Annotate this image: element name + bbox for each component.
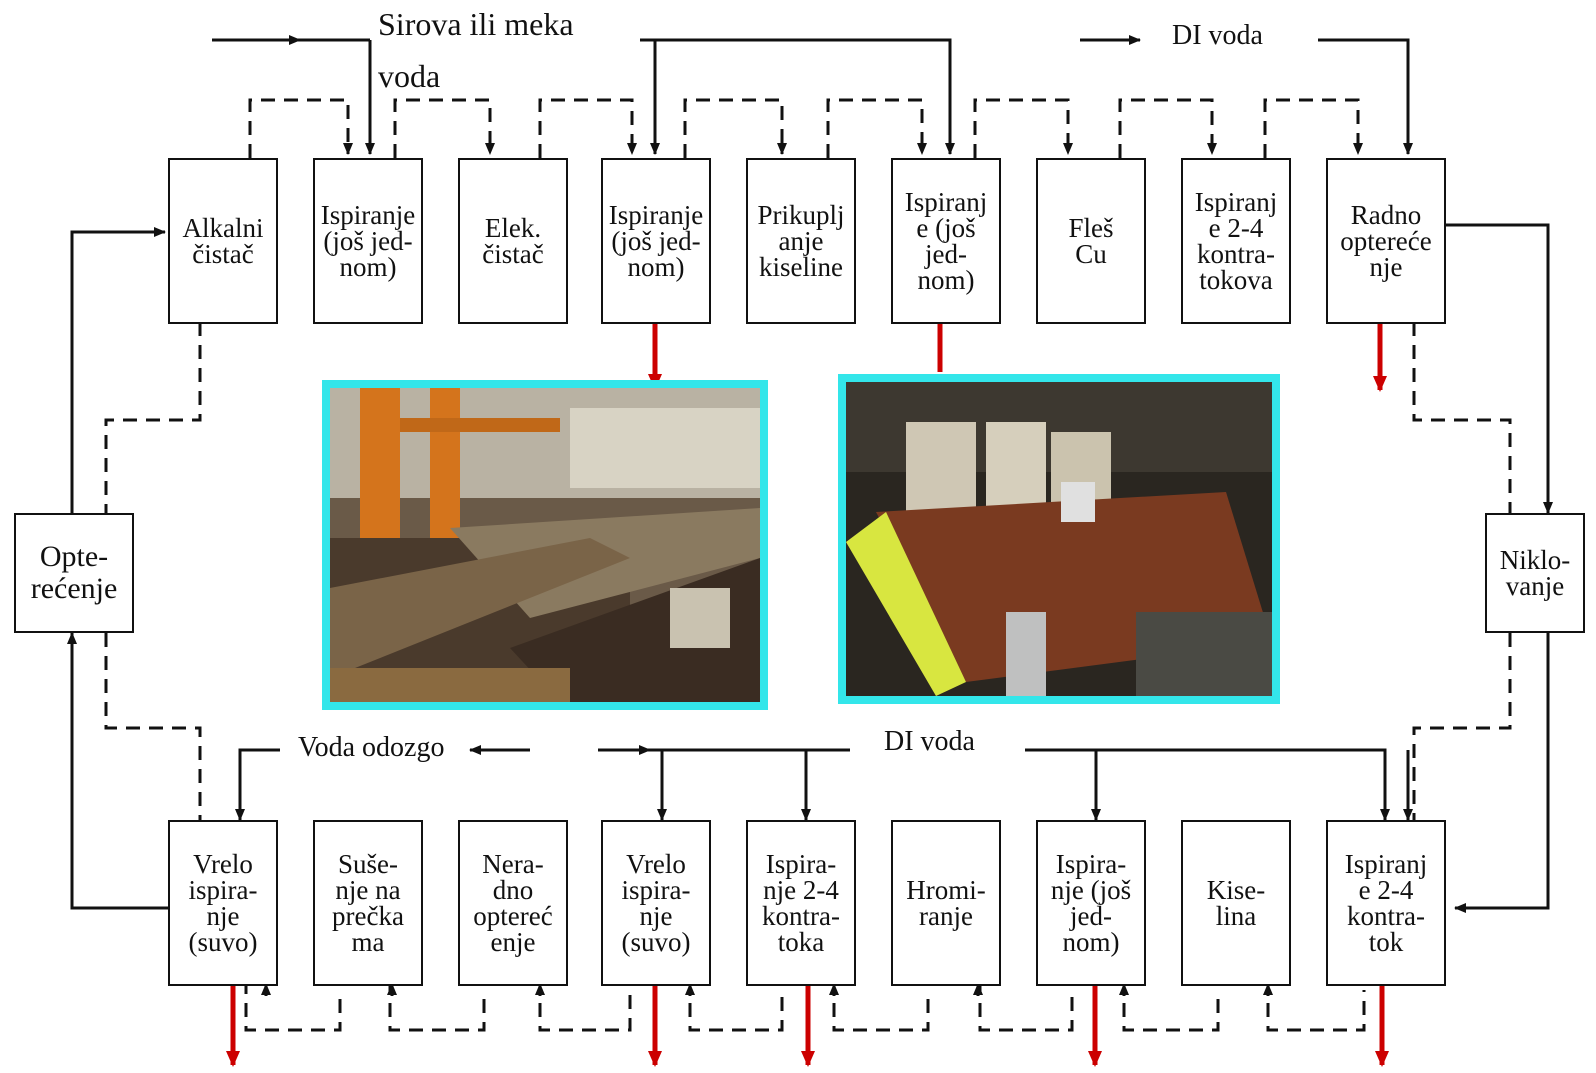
raw-water-label-line1: Sirova ili meka bbox=[378, 6, 574, 42]
raw-water-label-line2: voda bbox=[378, 58, 440, 94]
tank-counterflow-rinse-bottom-2: Ispiranj e 2-4 kontra- tok bbox=[1326, 820, 1446, 986]
tank-rinse-3: Ispiranj e (još jed- nom) bbox=[891, 158, 1001, 324]
tank-hot-rinse-dry-1: Vrelo ispira- nje (suvo) bbox=[168, 820, 278, 986]
tank-acid-collection: Prikuplj anje kiseline bbox=[746, 158, 856, 324]
raw-water-label: Sirova ili meka bbox=[378, 6, 574, 43]
tank-rinse-1: Ispiranje (još jed- nom) bbox=[313, 158, 423, 324]
tank-rinse-4: Ispira- nje (još jed- nom) bbox=[1036, 820, 1146, 986]
di-water-line-bottom bbox=[598, 750, 1408, 820]
tank-electro-cleaner: Elek. čistač bbox=[458, 158, 568, 324]
tank-working-load: Radno opterеće nje bbox=[1326, 158, 1446, 324]
box-loading: Opte- rećenje bbox=[14, 513, 134, 633]
bottom-counterflow-dashes bbox=[246, 980, 1364, 1030]
di-water-top-label: DI voda bbox=[1172, 20, 1263, 52]
raw-water-label-2: voda bbox=[378, 58, 440, 95]
tank-alkaline-cleaner: Alkalni čistač bbox=[168, 158, 278, 324]
tank-unloading: Nera- dno opterеć enje bbox=[458, 820, 568, 986]
tank-flash-cu: Fleš Cu bbox=[1036, 158, 1146, 324]
plating-line-photo bbox=[322, 380, 768, 710]
raw-water-supply-line bbox=[212, 40, 950, 154]
di-water-bottom-label: DI voda bbox=[884, 726, 975, 758]
top-water-label: Voda odozgo bbox=[298, 732, 444, 764]
tank-rinse-2: Ispiranje (još jed- nom) bbox=[601, 158, 711, 324]
treatment-tank-photo bbox=[838, 374, 1280, 704]
tank-acid: Kise- lina bbox=[1181, 820, 1291, 986]
box-nickel-plating: Niklo- vanje bbox=[1485, 513, 1585, 633]
tank-counterflow-rinse-top: Ispiranj e 2-4 kontra- tokova bbox=[1181, 158, 1291, 324]
tank-counterflow-rinse-bottom-1: Ispira- nje 2-4 kontra- toka bbox=[746, 820, 856, 986]
tank-hot-rinse-dry-2: Vrelo ispira- nje (suvo) bbox=[601, 820, 711, 986]
tank-chrome-plating: Hromi- ranje bbox=[891, 820, 1001, 986]
top-counterflow-dashes bbox=[250, 100, 1358, 158]
tank-rack-drying: Suše- nje na prečka ma bbox=[313, 820, 423, 986]
